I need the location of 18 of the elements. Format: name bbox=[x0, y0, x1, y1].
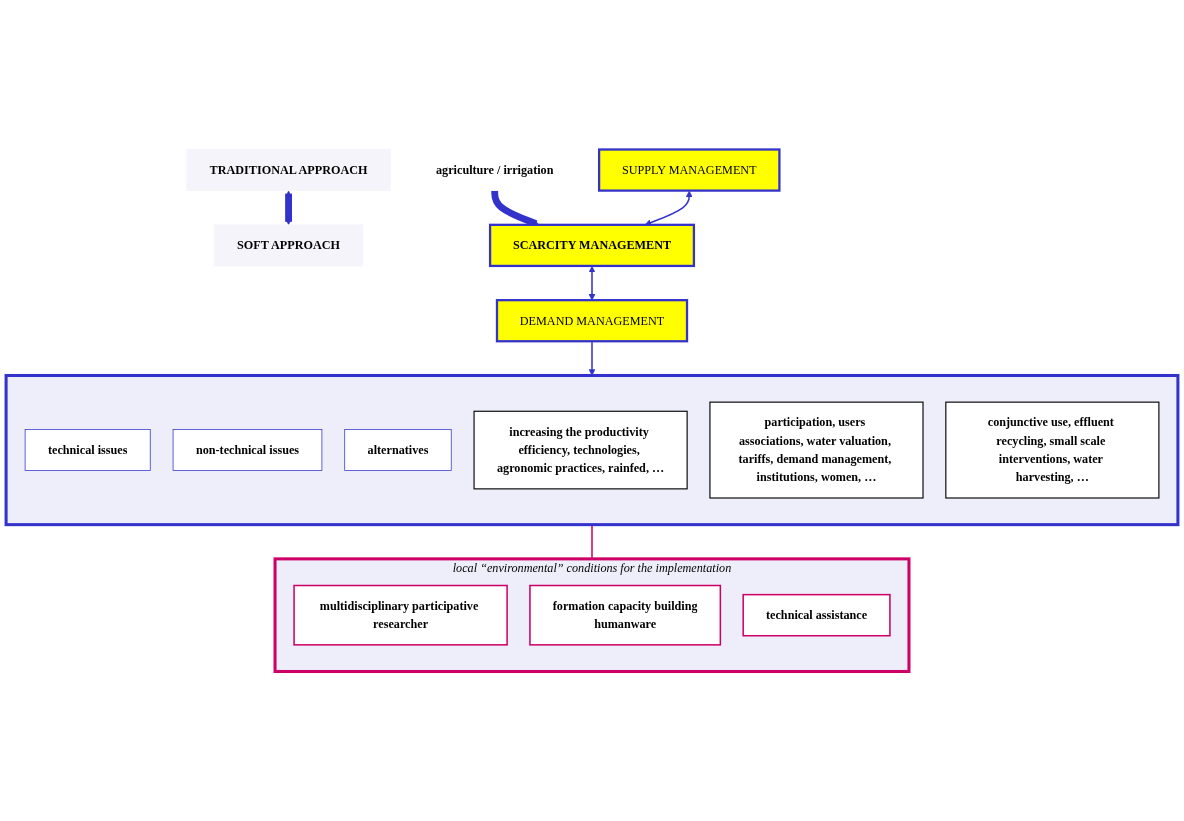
node-box: non-technical issues bbox=[172, 429, 323, 471]
node-box: SOFT APPROACH bbox=[213, 224, 364, 267]
node-text: agriculture / irrigation bbox=[436, 163, 554, 177]
node-box: conjunctive use, effluent recycling, small scale interventions, water harvesting, … bbox=[945, 401, 1160, 499]
node-box: SUPPLY MANAGEMENT bbox=[598, 148, 781, 192]
node-box: technical issues bbox=[24, 429, 151, 471]
node-box: participation, users associations, water valuation, tariffs, demand management, institutions, women, … bbox=[709, 401, 924, 499]
node-box: SCARCITY MANAGEMENT bbox=[488, 223, 696, 268]
node-box: increasing the productivity efficiency, technologies, agronomic practices, rainfed, … bbox=[473, 410, 688, 490]
node-box: DEMAND MANAGEMENT bbox=[495, 299, 689, 343]
arrow bbox=[588, 265, 596, 301]
node-box: technical assistance bbox=[742, 593, 891, 637]
node-box: formation capacity building humanware bbox=[529, 584, 722, 646]
node-box: multidisciplinary participative researcher bbox=[293, 584, 508, 646]
node-box: alternatives bbox=[344, 429, 452, 471]
arrow bbox=[285, 190, 292, 226]
cluster bbox=[4, 374, 1180, 527]
node-box: TRADITIONAL APPROACH bbox=[186, 149, 391, 191]
